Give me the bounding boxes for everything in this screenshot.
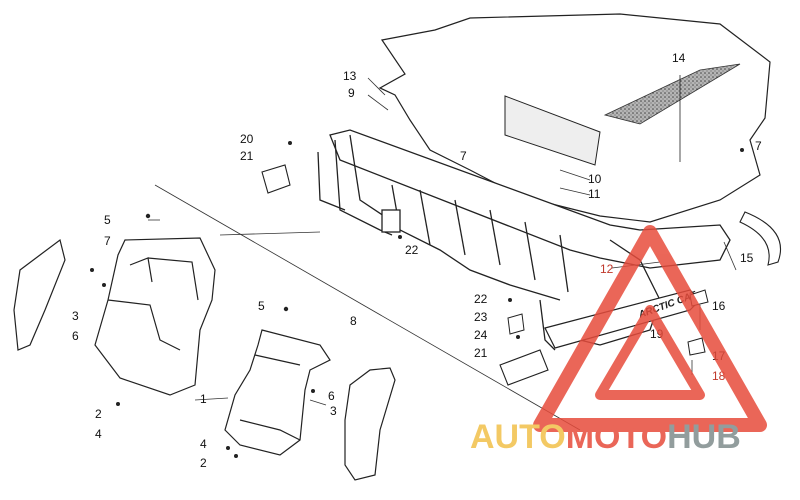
end-cap-right	[499, 349, 549, 386]
clamp-bottom	[687, 337, 706, 356]
label-22: 22	[474, 292, 488, 306]
svg-text:AUTOMOTOHUB: AUTOMOTOHUB	[470, 418, 741, 456]
label-24: 24	[474, 328, 488, 342]
label-21: 21	[474, 346, 488, 360]
label-1: 1	[200, 392, 207, 406]
label-21: 21	[240, 149, 254, 163]
label-16: 16	[712, 299, 726, 313]
center-mud-guard	[224, 329, 331, 456]
cargo-panel	[378, 13, 771, 223]
label-20: 20	[240, 132, 254, 146]
hardware-points	[90, 141, 744, 458]
rack-frame	[317, 129, 731, 351]
label-10: 10	[588, 172, 602, 186]
label-22: 22	[405, 243, 419, 257]
label-13: 13	[343, 69, 357, 83]
watermark-hub: HUB	[667, 418, 741, 456]
label-15: 15	[740, 251, 754, 265]
anti-slip-strip	[603, 63, 741, 125]
label-2: 2	[95, 407, 102, 421]
label-11: 11	[588, 187, 601, 201]
label-8: 8	[350, 314, 357, 328]
label-4: 4	[95, 427, 102, 441]
bracket	[507, 313, 525, 335]
label-7: 7	[755, 139, 762, 153]
label-2: 2	[200, 456, 207, 470]
label-23: 23	[474, 310, 488, 324]
curved-fender	[739, 211, 782, 266]
left-mud-guard	[94, 237, 216, 396]
end-cap-left	[261, 164, 291, 194]
side-panel	[504, 95, 601, 166]
label-9: 9	[348, 86, 355, 100]
label-5: 5	[258, 299, 265, 313]
label-7: 7	[460, 149, 467, 163]
watermark-auto: AUTO	[470, 418, 566, 456]
label-6: 6	[328, 389, 335, 403]
part-labels: 1 2 2 3 3 4 4 5 5 6 6 7 7 7 8 9 10 11 12…	[72, 51, 762, 470]
center-fender-flap	[344, 367, 396, 481]
label-12: 12	[600, 262, 614, 276]
label-3: 3	[330, 404, 337, 418]
label-7: 7	[104, 234, 111, 248]
label-5: 5	[104, 213, 111, 227]
label-14: 14	[672, 51, 686, 65]
left-fender-flap	[13, 238, 66, 351]
label-6: 6	[72, 329, 79, 343]
watermark-triangle-icon	[533, 225, 767, 432]
watermark-moto: MOTO	[566, 418, 667, 456]
label-3: 3	[72, 309, 79, 323]
watermark: AUTOMOTOHUB	[470, 225, 767, 456]
label-4: 4	[200, 437, 207, 451]
